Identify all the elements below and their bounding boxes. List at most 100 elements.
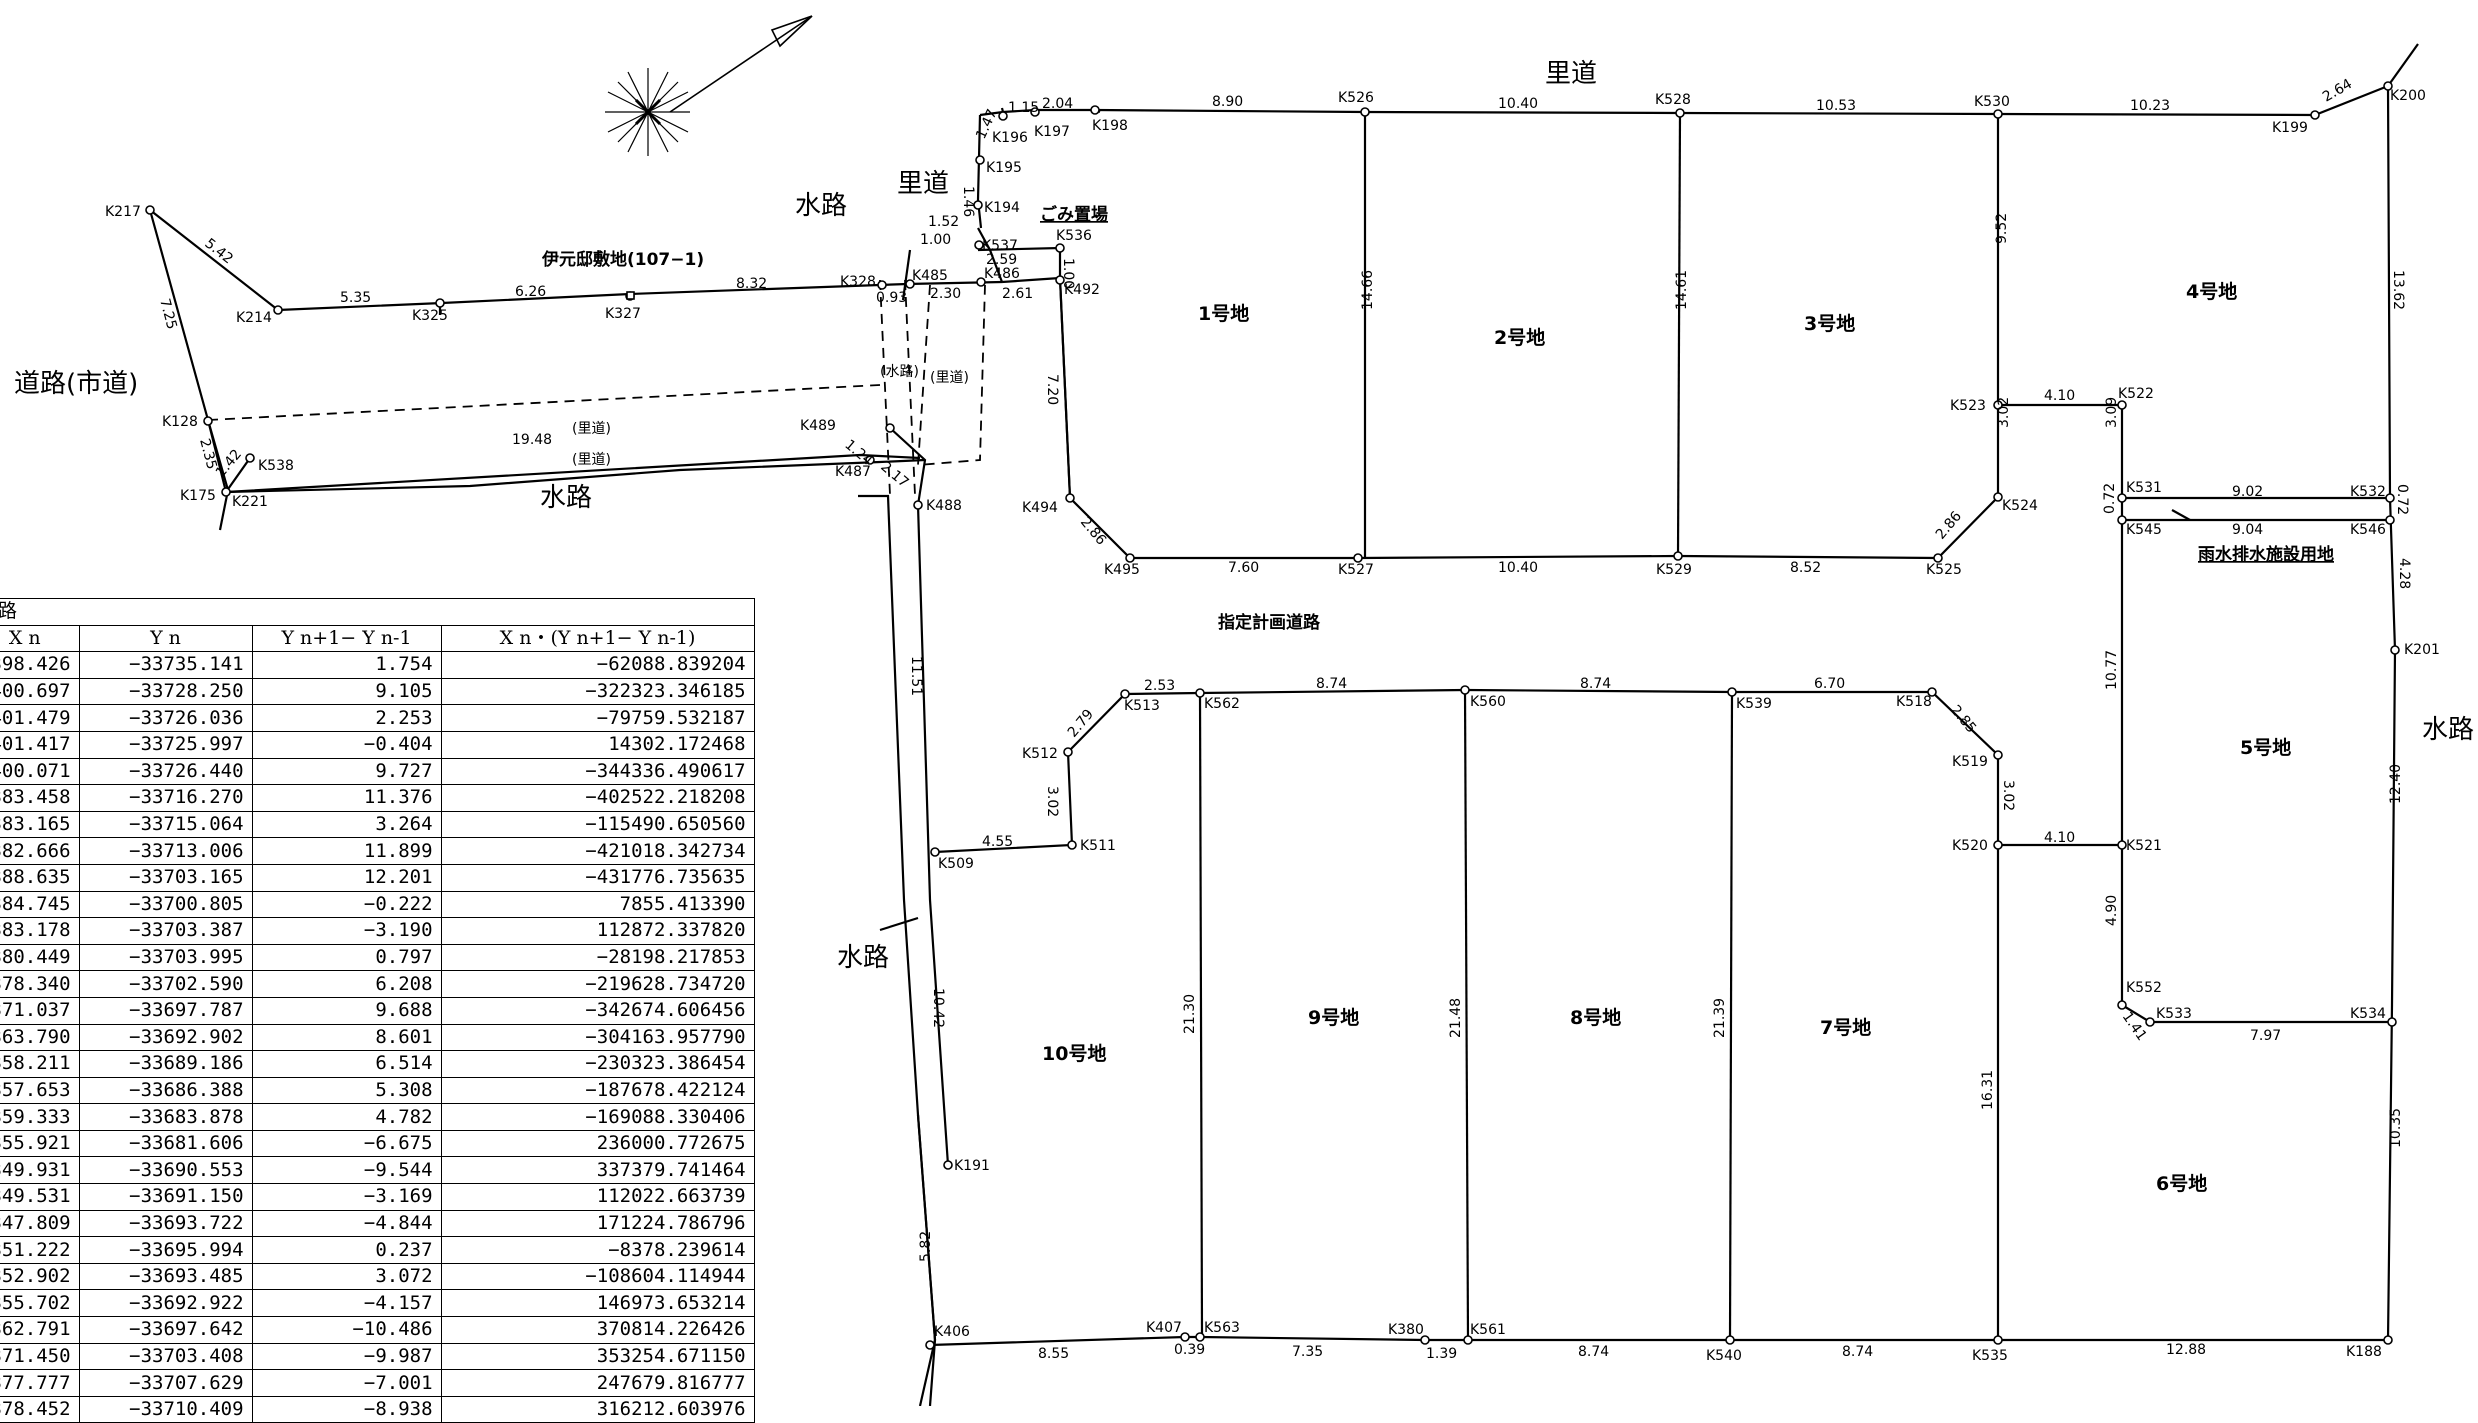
table-cell: 11.899 <box>251 837 442 865</box>
lot-label: 6号地 <box>2156 1172 2207 1195</box>
point-label: K197 <box>1034 124 1070 140</box>
table-cell: −33703.165 <box>78 863 253 892</box>
table-cell: −79759.532187 <box>440 704 755 732</box>
dimension-label: 14.61 <box>1674 270 1690 310</box>
point-label: K198 <box>1092 118 1128 134</box>
dimension-label: 2.30 <box>930 286 961 302</box>
point-label: K537 <box>982 238 1018 254</box>
dimension-label: 4.10 <box>2044 388 2075 404</box>
point-label: K196 <box>992 130 1028 146</box>
dimension-label: 4.55 <box>982 834 1013 850</box>
point-label: K530 <box>1974 94 2010 110</box>
table-cell: 7855.413390 <box>440 890 755 919</box>
table-cell: −33691.150 <box>78 1183 253 1211</box>
table-cell: −33710.409 <box>78 1395 253 1423</box>
dimension-label: 1.52 <box>928 214 959 230</box>
label-paren-satomichi-3: (里道) <box>572 452 611 468</box>
dimension-label: 12.88 <box>2166 1342 2206 1358</box>
table-cell: −402522.218208 <box>440 784 755 812</box>
point-label: K562 <box>1204 696 1240 712</box>
table-cell: 5383.165 <box>0 810 80 839</box>
table-cell: −33681.606 <box>78 1129 253 1158</box>
dimension-label: 1.39 <box>1426 1346 1457 1362</box>
dimension-label: 10.35 <box>2388 1108 2404 1148</box>
point-label: K487 <box>835 464 871 480</box>
point-label: K175 <box>180 488 216 504</box>
dimension-label: 5.35 <box>340 290 371 306</box>
point-label: K512 <box>1022 746 1058 762</box>
point-label: K520 <box>1952 838 1988 854</box>
table-cell: 5383.178 <box>0 917 80 945</box>
table-header: X n <box>0 624 80 653</box>
table-cell: 6.208 <box>251 970 442 998</box>
dimension-label: 5.82 <box>918 1231 934 1262</box>
point-label: K545 <box>2126 522 2162 538</box>
table-cell: −4.844 <box>251 1209 442 1238</box>
point-label: K199 <box>2272 120 2308 136</box>
table-cell: 9.105 <box>251 677 442 706</box>
point-label: K540 <box>1706 1348 1742 1364</box>
point-label: K494 <box>1022 500 1058 516</box>
point-label: K524 <box>2002 498 2038 514</box>
table-cell: −33735.141 <box>78 651 253 679</box>
table-cell: 5363.790 <box>0 1023 80 1052</box>
table-cell: 5355.921 <box>0 1129 80 1158</box>
table-cell: −33715.064 <box>78 810 253 839</box>
table-cell: −9.987 <box>251 1342 442 1371</box>
label-garbage: ごみ置場 <box>1040 204 1108 225</box>
point-label: K539 <box>1736 696 1772 712</box>
label-residence: 伊元邸敷地(107−1) <box>541 249 704 270</box>
point-label: K488 <box>926 498 962 514</box>
point-label: K532 <box>2350 484 2386 500</box>
table-header: Y n <box>78 624 253 653</box>
point-label: K535 <box>1972 1348 2008 1364</box>
point-label: K527 <box>1338 562 1374 578</box>
dimension-label: 10.40 <box>1498 96 1538 112</box>
point-label: K522 <box>2118 386 2154 402</box>
table-cell: 1.754 <box>251 651 442 679</box>
dimension-label: 1.46 <box>960 186 976 217</box>
table-cell: −115490.650560 <box>440 810 755 839</box>
table-cell: −28198.217853 <box>440 943 755 972</box>
label-suiro-bottom: 水路 <box>540 483 592 513</box>
table-cell: −33683.878 <box>78 1103 253 1131</box>
table-cell: −33726.036 <box>78 704 253 732</box>
point-label: K533 <box>2156 1006 2192 1022</box>
table-cell: −33707.629 <box>78 1369 253 1397</box>
dimension-label: 13.62 <box>2390 270 2406 310</box>
table-cell: −344336.490617 <box>440 757 755 786</box>
label-satomichi-left: 里道 <box>897 169 949 199</box>
table-cell: −33716.270 <box>78 784 253 812</box>
point-label: K518 <box>1896 694 1932 710</box>
table-cell: −421018.342734 <box>440 837 755 865</box>
point-label: K538 <box>258 458 294 474</box>
label-paren-satomichi-1: (里道) <box>930 370 969 386</box>
dimension-label: 9.52 <box>1994 213 2010 244</box>
point-label: K194 <box>984 200 1020 216</box>
table-cell: 146973.653214 <box>440 1289 755 1318</box>
dimension-label: 2.17 <box>877 459 911 491</box>
point-label: K327 <box>605 306 641 322</box>
table-cell: 5352.902 <box>0 1262 80 1291</box>
dimension-label: 9.04 <box>2232 522 2263 538</box>
table-cell: −33695.994 <box>78 1236 253 1264</box>
table-cell: −0.404 <box>251 730 442 759</box>
dimension-label: 3.02 <box>1996 397 2012 428</box>
table-cell: −33692.922 <box>78 1289 253 1318</box>
table-cell: 5382.666 <box>0 837 80 865</box>
table-header: X n・(Y n+1− Y n-1) <box>440 624 755 653</box>
point-label: K406 <box>934 1324 970 1340</box>
table-cell: −230323.386454 <box>440 1050 755 1078</box>
dimension-label: 3.02 <box>2000 780 2016 811</box>
dimension-label: 8.32 <box>736 276 767 292</box>
dimension-label: 0.72 <box>2102 483 2118 514</box>
